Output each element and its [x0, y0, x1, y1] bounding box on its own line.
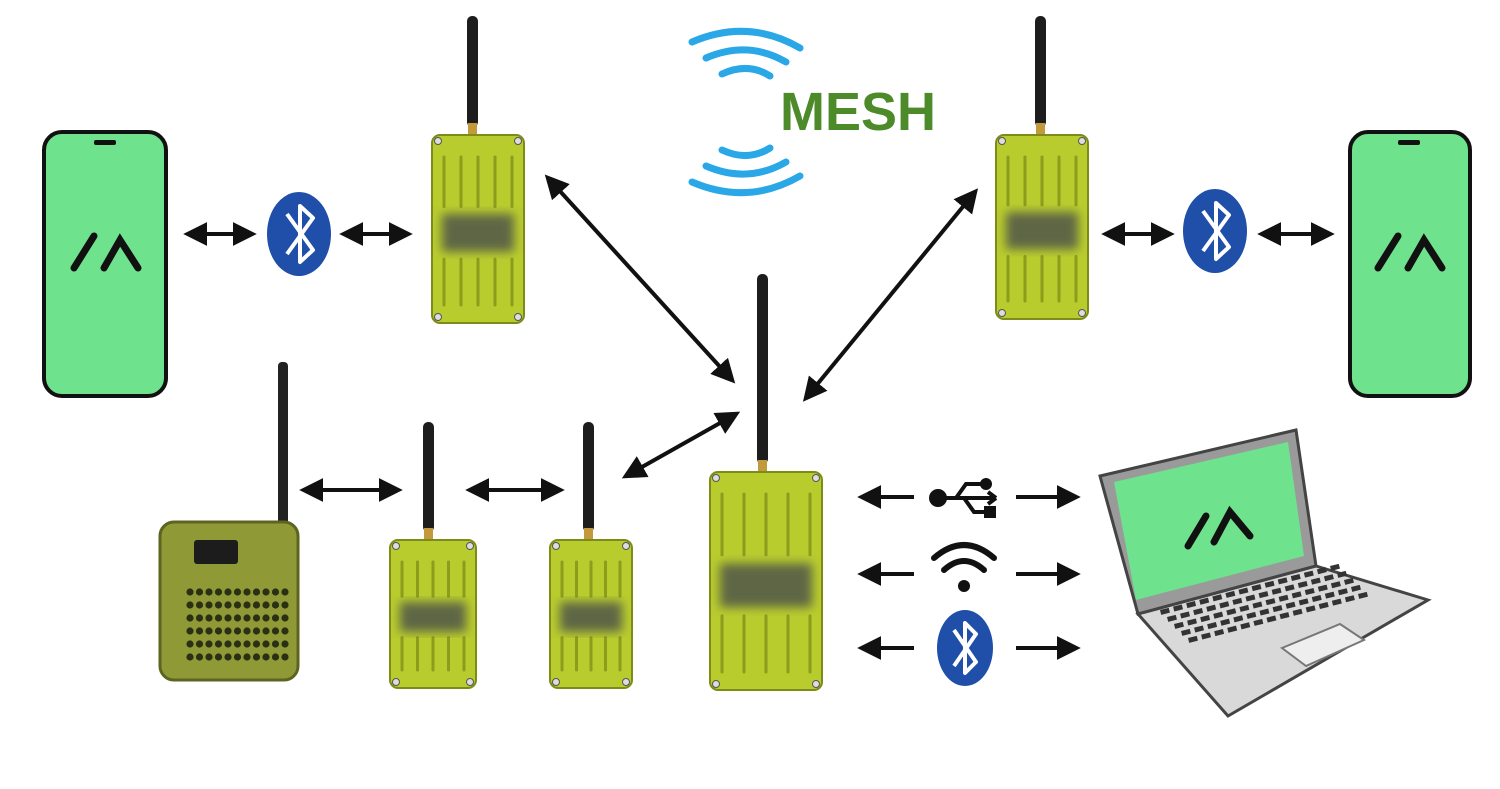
bluetooth-icon: [267, 192, 331, 276]
laptop: [1098, 428, 1432, 718]
terminal-screen: [194, 540, 238, 564]
blurred-label: [560, 602, 622, 632]
blurred-label: [400, 602, 466, 632]
blurred-label: [442, 213, 514, 252]
usb-icon: [929, 478, 998, 518]
radio-node-top-left: [431, 16, 525, 324]
handheld-terminal: [158, 362, 300, 682]
radio-node-center: [709, 274, 823, 691]
smartphone-left: [42, 130, 168, 398]
radio-node-top-right: [995, 16, 1089, 320]
app-logo-icon: [70, 232, 142, 272]
blurred-label: [720, 563, 812, 608]
wifi-icon: [931, 542, 997, 592]
output-arrows: [857, 485, 1081, 660]
app-logo-icon: [1374, 232, 1446, 272]
app-logo-icon: [1184, 505, 1254, 550]
laptop-touchpad: [1279, 622, 1367, 668]
smartphone-right: [1348, 130, 1472, 398]
laptop-keyboard: [1160, 563, 1368, 643]
radio-node-bottom-mid: [549, 422, 633, 689]
connection-arrows: [183, 174, 1335, 502]
radio-node-bottom-left: [389, 422, 477, 689]
mesh-title: MESH: [780, 82, 936, 142]
blurred-label: [1006, 212, 1078, 250]
bluetooth-icon: [937, 610, 993, 686]
terminal-keypad: [186, 588, 289, 661]
bluetooth-icon: [1183, 189, 1247, 273]
